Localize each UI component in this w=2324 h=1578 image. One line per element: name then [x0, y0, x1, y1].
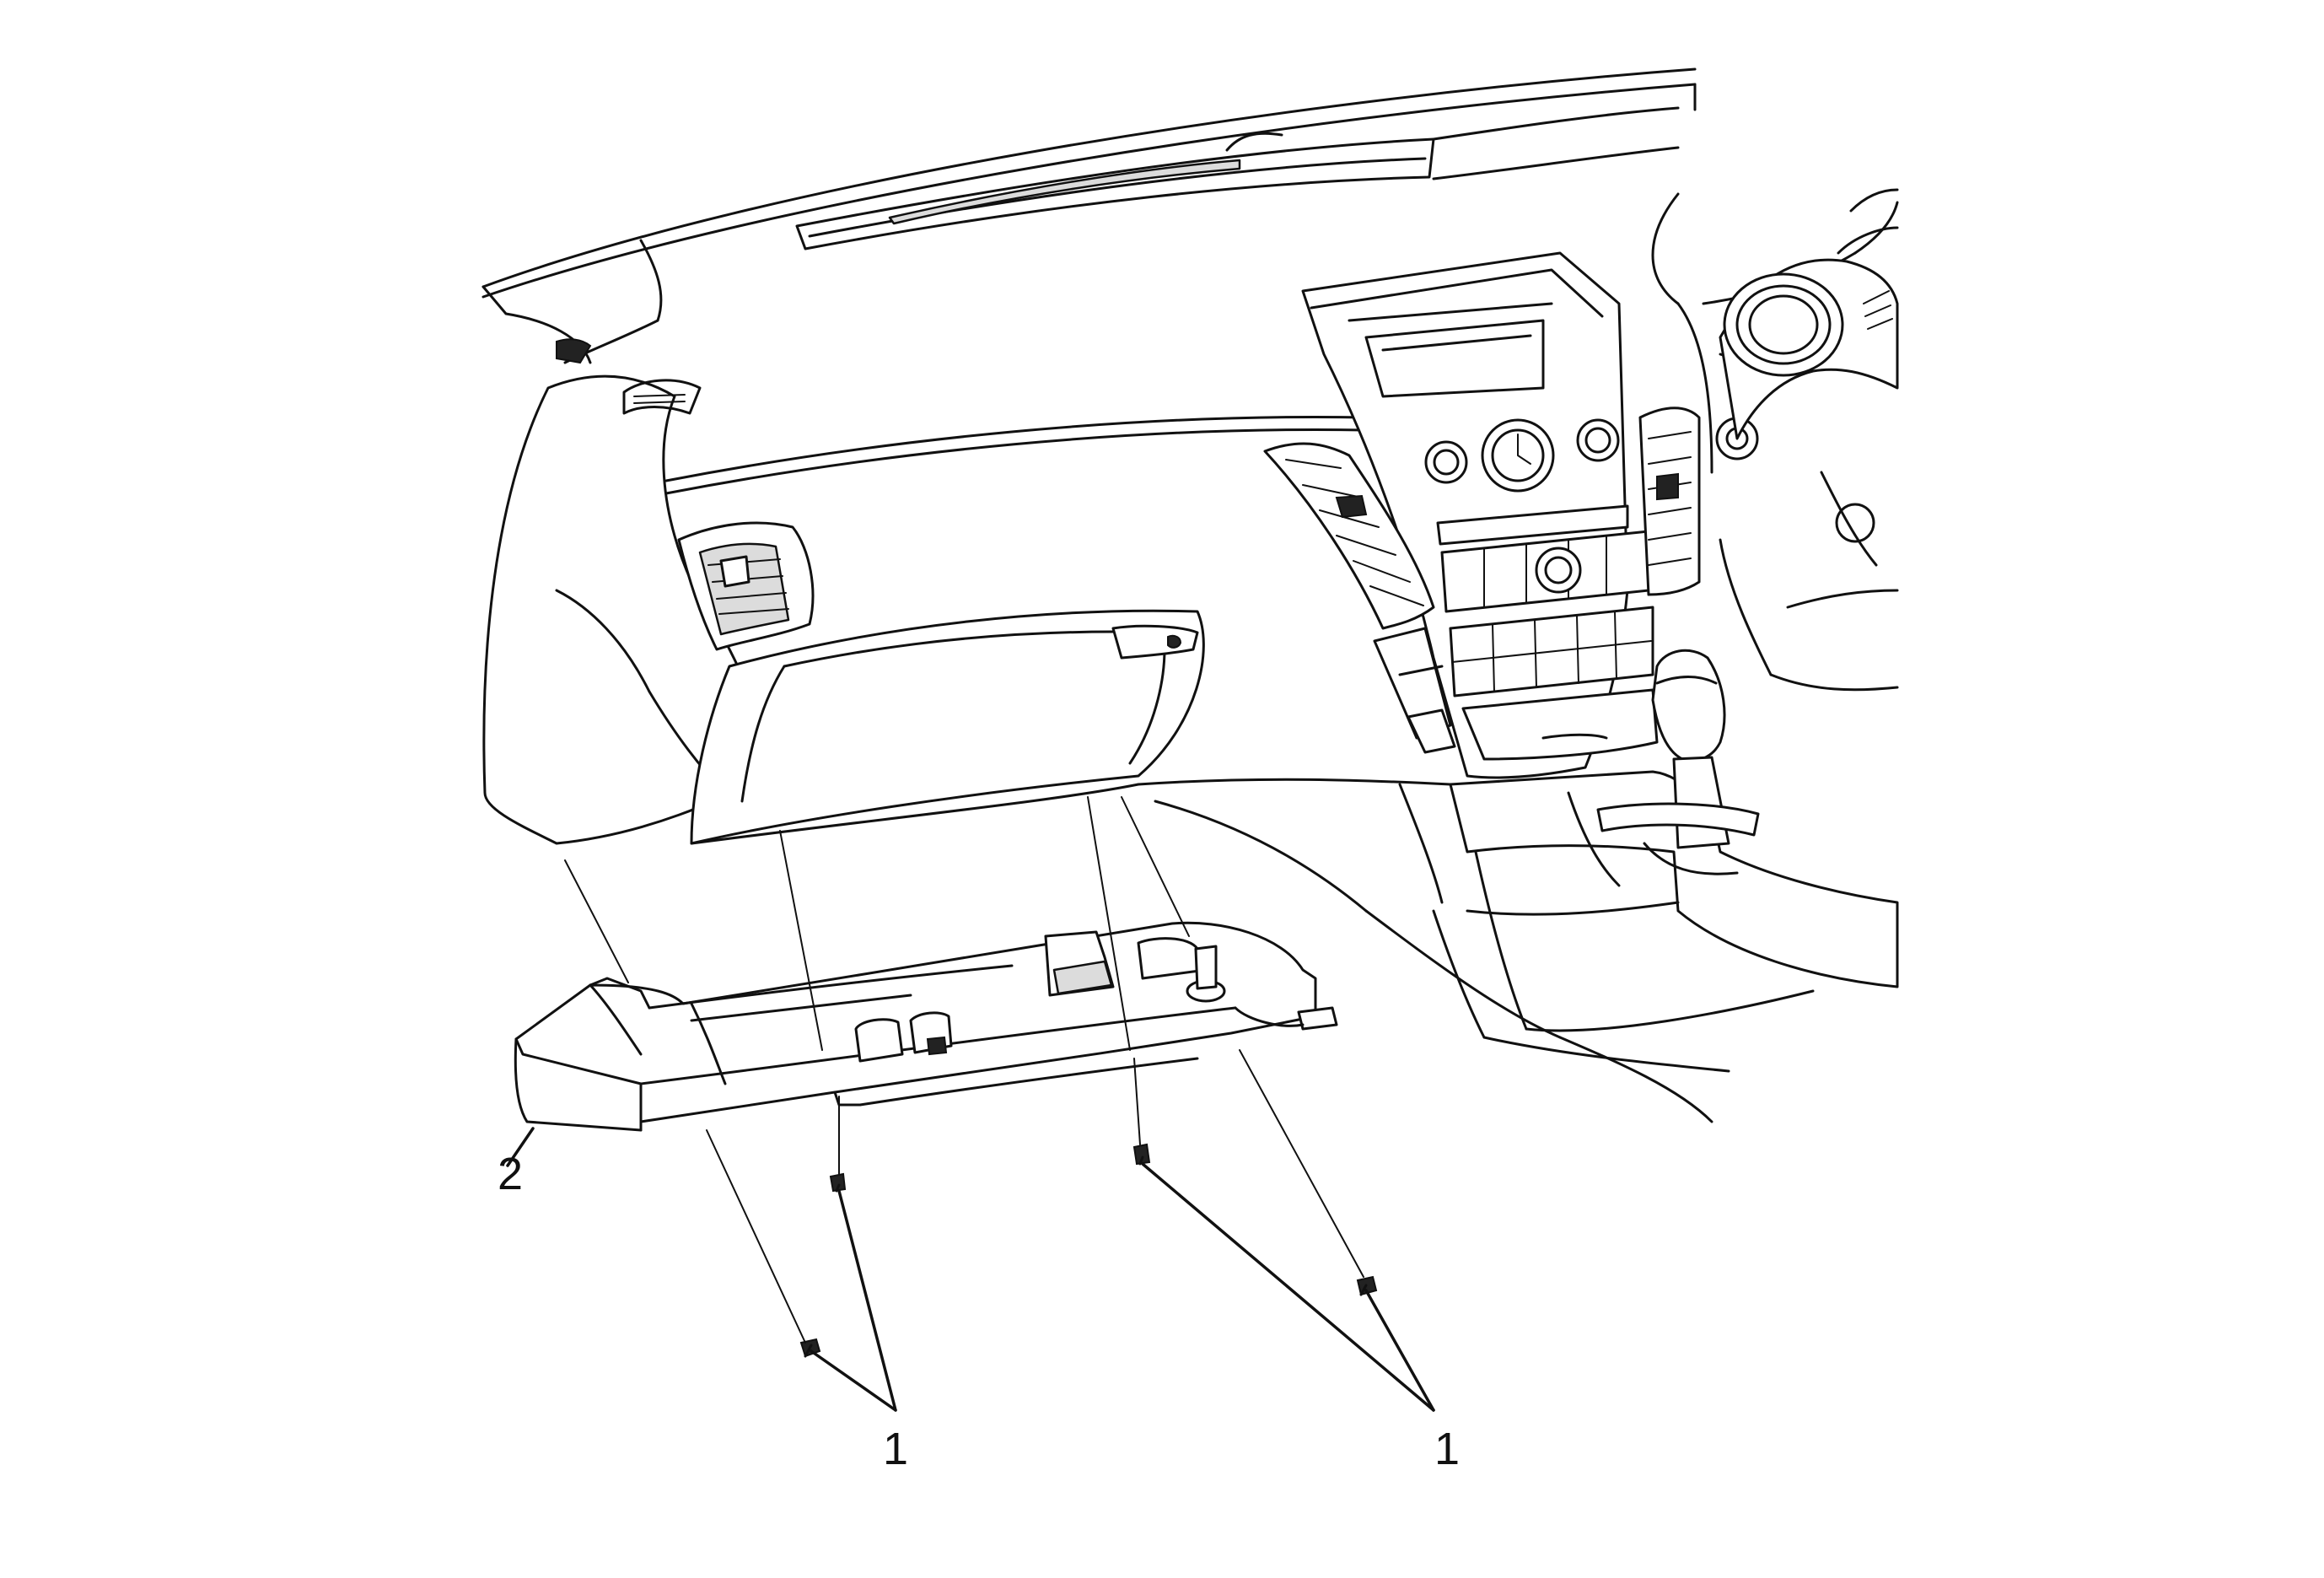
glove-box-lower-panel: [514, 921, 1338, 1132]
fastener-leader-lines: [706, 1049, 1364, 1344]
defroster-vent: [795, 106, 1680, 250]
callout-1-right: 1: [1434, 1424, 1460, 1474]
fastener-left-outer: [799, 1338, 821, 1358]
center-air-vent-left: [1263, 442, 1456, 754]
callout-leaders: [506, 1127, 1435, 1412]
callout-1-left: 1: [883, 1424, 908, 1474]
fastener-right-inner: [1132, 1143, 1151, 1166]
lower-dash-sweep: [690, 778, 1730, 1123]
passenger-air-vent: [677, 521, 815, 651]
alignment-lines: [564, 796, 1190, 1051]
callout-2: 2: [498, 1149, 523, 1199]
gear-shifter: [1596, 649, 1760, 875]
center-stack-controls: [1424, 418, 1659, 761]
glove-box-door: [690, 609, 1205, 845]
center-console: [1398, 770, 1899, 1032]
fastener-right-outer: [1356, 1275, 1378, 1296]
dash-top-edge: [481, 67, 1697, 364]
fastener-left-inner: [829, 1172, 847, 1193]
center-air-vent-right: [1638, 407, 1701, 596]
steering-wheel-and-gauge: [1719, 188, 1899, 567]
